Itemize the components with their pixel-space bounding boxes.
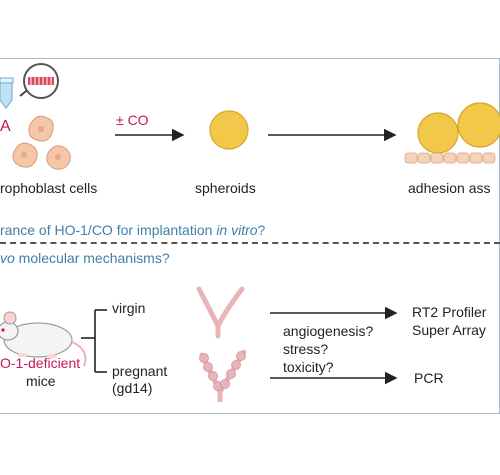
mouse-label-line1: O-1-deficient (0, 355, 81, 371)
super-array-label: Super Array (412, 322, 486, 338)
virgin-label: virgin (112, 300, 146, 316)
branch-bracket (81, 309, 107, 373)
spheroids-label: spheroids (195, 180, 256, 196)
section-divider (0, 242, 500, 244)
panel-label: A (0, 118, 11, 135)
dna-magnifier-icon (19, 63, 59, 99)
hypothesis-toxicity: toxicity? (283, 359, 334, 375)
mouse-icon (0, 311, 87, 367)
frame-bottom-border (0, 413, 500, 414)
frame-top-border (0, 58, 500, 59)
trophoblast-cells-icon (12, 115, 71, 170)
pcr-label: PCR (414, 370, 444, 386)
rt2-profiler-label: RT2 Profiler (412, 304, 487, 320)
spheroid-icon (209, 110, 249, 150)
hypothesis-angiogenesis: angiogenesis? (283, 323, 374, 339)
pregnant-uterus-icon (199, 349, 247, 402)
tube-icon (0, 77, 14, 109)
question-in-vivo: vo molecular mechanisms? (0, 250, 170, 266)
co-treatment-label: ± CO (116, 112, 149, 128)
adhesion-assay-label: adhesion ass (408, 180, 491, 196)
pregnant-label: pregnant (112, 363, 168, 379)
virgin-uterus-icon (196, 286, 245, 339)
adhesion-assay-icon (404, 102, 500, 164)
trophoblast-cells-label: rophoblast cells (0, 180, 98, 196)
question-in-vitro: rance of HO-1/CO for implantation in vit… (0, 222, 266, 238)
gestation-day-label: (gd14) (112, 380, 153, 396)
mouse-label-line2: mice (26, 373, 56, 389)
hypothesis-stress: stress? (283, 341, 329, 357)
